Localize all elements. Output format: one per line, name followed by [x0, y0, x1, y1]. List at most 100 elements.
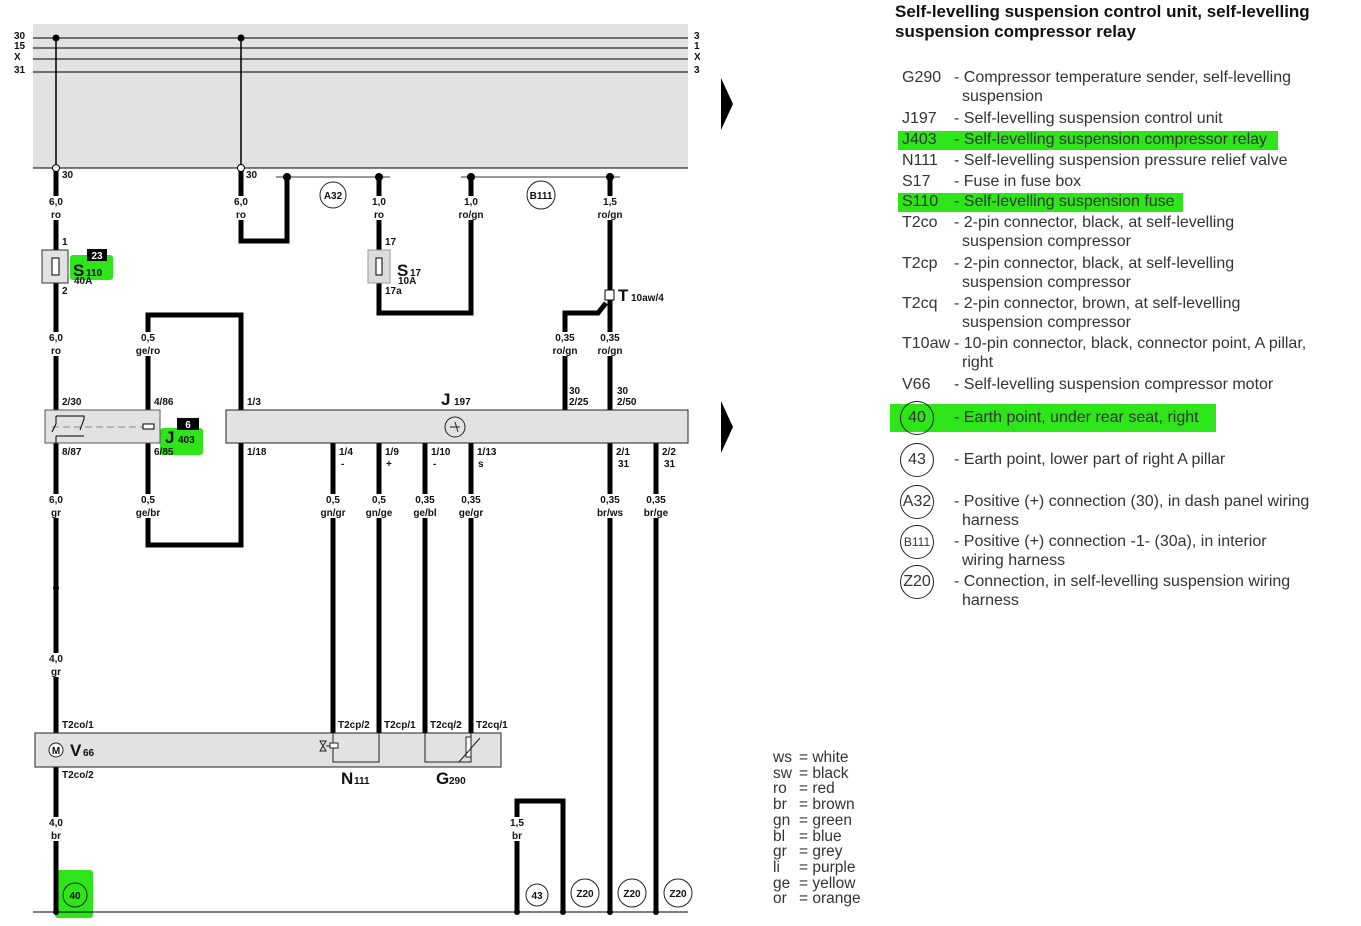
pin-label: 31 [664, 459, 676, 470]
connection-point-label: 40 [69, 891, 81, 902]
color-name: red [812, 780, 835, 798]
color-abbr: li [773, 858, 780, 876]
wire-size-label: 0,35 [415, 495, 435, 506]
bus-label: 15 [694, 41, 700, 52]
wire-color-label: ge/ro [136, 346, 160, 357]
pin-label: - [341, 459, 344, 470]
pin-label: s [478, 459, 484, 470]
component-v66-designator: V [70, 741, 82, 760]
color-abbr: or [773, 890, 787, 908]
equals-sign: = [799, 796, 813, 814]
legend-code: T10aw [902, 335, 951, 352]
wire-color-label: br [51, 831, 61, 842]
legend-description: - Earth point, under rear seat, right [954, 409, 1199, 426]
connection-point-icon [525, 883, 549, 907]
legend-code: 43 [900, 443, 934, 477]
equals-sign: = [799, 843, 813, 861]
wire-color-label: gn/gr [321, 508, 346, 519]
connection-point-icon [319, 181, 347, 209]
wire-size-label: 1,0 [464, 197, 478, 208]
pin-label: 1/4 [339, 447, 353, 458]
wire-size-label: 0,35 [555, 333, 575, 344]
pin-label: 2/2 [662, 447, 676, 458]
highlight [160, 428, 203, 455]
fuse-rating: 40A [74, 276, 92, 287]
pin-label: T2co/1 [62, 720, 94, 731]
component-v66-number: 66 [83, 748, 95, 759]
connection-point-icon [663, 878, 693, 908]
component-s17-designator: S [397, 261, 408, 280]
connection-point-icon [62, 882, 88, 908]
wire-size-label: 1,5 [603, 197, 617, 208]
component-s17-number: 17 [410, 268, 422, 279]
pin-label: 31 [618, 459, 630, 470]
component-s110-designator: S [73, 261, 84, 280]
equals-sign: = [799, 890, 813, 908]
component-g290-number: 290 [449, 776, 466, 787]
pin-label: 1/9 [385, 447, 399, 458]
legend-description: - Earth point, lower part of right A pil… [954, 451, 1226, 468]
color-abbr: sw [773, 764, 792, 782]
legend-description: - Self-levelling suspension compressor m… [954, 376, 1274, 393]
connection-point-label: Z20 [669, 889, 687, 900]
legend-description: - Positive (+) connection -1- (30a), in … [954, 533, 1267, 569]
bus-label: X [14, 52, 21, 63]
pin-label: T2co/2 [62, 770, 94, 781]
equals-sign: = [799, 811, 813, 829]
component-j197-number: 197 [454, 397, 471, 408]
pin-label: 2/30 [62, 397, 82, 408]
legend-code: A32 [900, 485, 934, 519]
wire-color-label: ge/br [136, 508, 161, 519]
badge: 6 [185, 420, 191, 431]
wire-size-label: 0,35 [646, 495, 666, 506]
color-name: brown [812, 796, 855, 814]
wiring-diagram: 30301515XX31316,0ro6,0ro1,0ro1,0ro/gn1,5… [14, 24, 700, 918]
pin-label: 1/13 [477, 447, 497, 458]
color-name: green [812, 811, 853, 829]
legend-code: B111 [900, 525, 934, 559]
supply-bus-lines [33, 37, 688, 913]
wire-size-label: 0,5 [141, 495, 155, 506]
pin-label: 1/3 [247, 397, 261, 408]
pin-label: 30 [569, 386, 581, 397]
legend-description: - 10-pin connector, black, connector poi… [954, 335, 1307, 371]
color-abbr: ge [773, 874, 791, 892]
pin-label: 30 [62, 170, 74, 181]
color-code-row: li= purple [773, 860, 861, 876]
connection-point-icon [617, 878, 647, 908]
color-code-row: ge= yellow [773, 874, 861, 892]
component-s110-number: 110 [86, 268, 103, 279]
legend-code: S110 [902, 193, 939, 210]
color-code-row: bl= blue [773, 828, 861, 845]
bus-label: 31 [694, 65, 700, 76]
wire-color-label: gr [51, 508, 61, 519]
connection-point-icon [526, 180, 556, 210]
compressor-assembly [34, 732, 502, 768]
color-code-row: gn= green [773, 811, 861, 829]
connection-point-label: Z20 [576, 889, 594, 900]
pin-label: 8/87 [62, 447, 82, 458]
control-unit-j197 [225, 409, 689, 444]
wire-size-label: 4,0 [49, 654, 63, 665]
legend-code: T2cp [902, 255, 938, 272]
continuation-arrow-icon [721, 401, 733, 453]
pin-label: 2/1 [616, 447, 630, 458]
motor-icon [48, 742, 64, 758]
component-j197-designator: J [441, 390, 450, 409]
connection-point-label: A32 [324, 191, 343, 202]
connection-point-label: B111 [530, 191, 553, 202]
pin-label: T2cp/1 [384, 720, 416, 731]
pin-label: 30 [617, 386, 629, 397]
component-j403-designator: J [165, 428, 174, 447]
continuation-arrow-icon [721, 78, 733, 130]
legend-code: 40 [900, 401, 934, 435]
color-name: purple [812, 858, 856, 876]
color-name: black [812, 764, 849, 782]
wire-color-label: br/ge [644, 508, 669, 519]
wire-color-label: ro [51, 346, 61, 357]
legend-code: G290 [902, 69, 942, 86]
wire-color-label: br [512, 831, 522, 842]
component-n111-designator: N [341, 769, 353, 788]
fuse-s17 [367, 249, 391, 284]
